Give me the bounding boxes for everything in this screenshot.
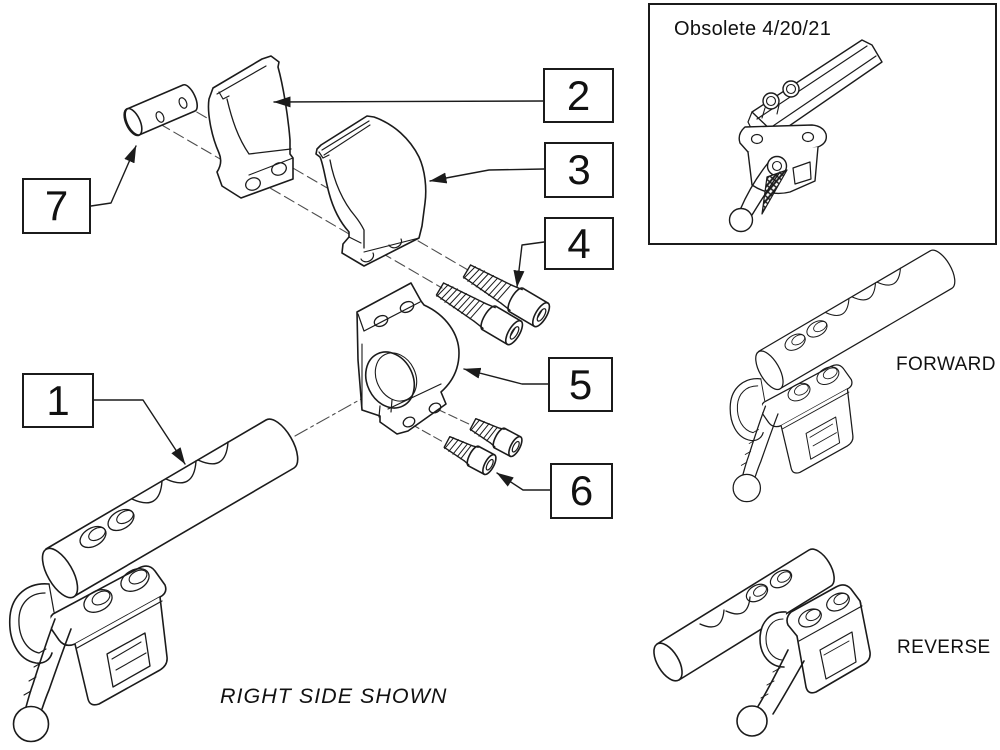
callout-number-3: 3 xyxy=(567,146,591,193)
callout-number-6: 6 xyxy=(569,467,594,514)
callout-box-5: 5 xyxy=(548,357,613,412)
leader-arrow-2 xyxy=(273,96,544,108)
obsolete-inset-title: Obsolete 4/20/21 xyxy=(674,18,832,40)
leader-arrow-6 xyxy=(496,472,551,491)
part-7-pin-drawing xyxy=(123,83,198,137)
callout-box-2: 2 xyxy=(543,68,614,123)
part-3-clamp-half-outer-drawing xyxy=(315,115,427,267)
callout-number-2: 2 xyxy=(566,71,591,119)
obsolete-assembly-drawing xyxy=(728,39,883,233)
callout-number-5: 5 xyxy=(568,360,593,408)
part-2-clamp-half-inner-drawing xyxy=(207,55,294,199)
leader-arrow-3 xyxy=(429,168,545,184)
leader-arrow-4 xyxy=(513,241,545,288)
callout-box-3: 3 xyxy=(544,142,614,198)
callout-number-1: 1 xyxy=(46,376,70,424)
callout-box-6: 6 xyxy=(550,463,613,519)
reverse-label: REVERSE xyxy=(897,637,991,658)
part-6-screws-drawing xyxy=(441,413,526,478)
forward-label: FORWARD xyxy=(896,354,996,375)
callout-number-7: 7 xyxy=(44,182,69,229)
callout-leader-arrows xyxy=(90,96,551,491)
callout-box-4: 4 xyxy=(544,217,614,270)
leader-arrow-1 xyxy=(93,399,186,465)
part-5-bracket-drawing xyxy=(356,282,460,435)
callout-number-4: 4 xyxy=(567,219,591,267)
callout-box-1: 1 xyxy=(22,373,94,428)
leader-arrow-7 xyxy=(90,145,137,207)
leader-arrow-5 xyxy=(463,367,549,385)
obsolete-inset-panel: Obsolete 4/20/21 xyxy=(648,3,997,245)
callout-box-7: 7 xyxy=(22,178,91,234)
reverse-view-drawing xyxy=(653,548,871,737)
part-1-handle-assembly-drawing xyxy=(8,418,299,743)
right-side-shown-caption: RIGHT SIDE SHOWN xyxy=(220,684,448,708)
